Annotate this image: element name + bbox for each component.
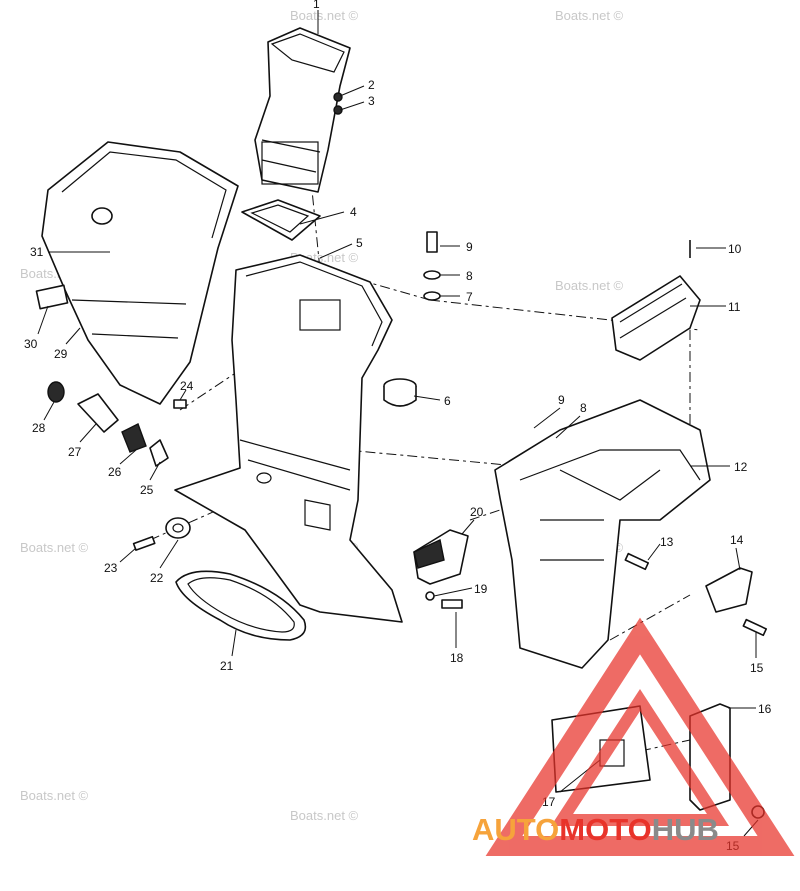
screw-part-13	[624, 552, 650, 571]
callout-labels: 1 2 3 4 5 6 7 8 9 10 11 9 8 12 13 14 15 …	[24, 0, 772, 853]
screw-part-15a	[742, 618, 768, 637]
callout-29: 29	[54, 347, 68, 361]
callout-21: 21	[220, 659, 234, 673]
callout-13: 13	[660, 535, 674, 549]
callout-30: 30	[24, 337, 38, 351]
callout-10: 10	[728, 242, 742, 256]
fitting-parts-24-28	[47, 381, 187, 467]
callout-4: 4	[350, 205, 357, 219]
callout-5: 5	[356, 236, 363, 250]
rubber-mount-part	[383, 378, 417, 407]
callout-7: 7	[466, 290, 473, 304]
logo-triangle-mark	[485, 617, 795, 856]
callout-18: 18	[450, 651, 464, 665]
bracket-part-14	[705, 567, 753, 613]
callout-12: 12	[734, 460, 748, 474]
callout-8a: 8	[466, 269, 473, 283]
callout-25: 25	[140, 483, 154, 497]
exhaust-housing-part	[494, 399, 711, 669]
callout-16: 16	[758, 702, 772, 716]
callout-24: 24	[180, 379, 194, 393]
screws-part-2-3	[333, 92, 343, 115]
callout-14: 14	[730, 533, 744, 547]
callout-11: 11	[728, 300, 741, 314]
callout-15a: 15	[750, 661, 764, 675]
bolt-part-18	[441, 599, 463, 609]
callout-20: 20	[470, 505, 484, 519]
callout-23: 23	[104, 561, 118, 575]
seal-ring-part	[175, 570, 307, 641]
exhaust-tube-part	[254, 27, 351, 193]
callout-31: 31	[30, 245, 44, 259]
watermark-5: Boats.net ©	[555, 278, 624, 293]
anode-plate-part	[413, 529, 469, 585]
callout-1: 1	[313, 0, 320, 11]
callout-27: 27	[68, 445, 82, 459]
cowl-pan-part	[41, 141, 239, 405]
logo-text: AUTOMOTOHUB	[472, 812, 719, 847]
watermark-9: Boats.net ©	[20, 788, 89, 803]
decal-part	[35, 284, 69, 310]
logo-text-hub: HUB	[652, 812, 719, 847]
driveshaft-housing-part	[174, 254, 403, 623]
callout-8b: 8	[580, 401, 587, 415]
callout-6: 6	[444, 394, 451, 408]
callout-3: 3	[368, 94, 375, 108]
watermark-1: Boats.net ©	[290, 8, 359, 23]
bolt-washer-stack-part	[423, 231, 441, 301]
callout-9b: 9	[558, 393, 565, 407]
watermark-6: Boats.net ©	[20, 540, 89, 555]
callout-2: 2	[368, 78, 375, 92]
callout-28: 28	[32, 421, 46, 435]
callout-9a: 9	[466, 240, 473, 254]
callout-19: 19	[474, 582, 488, 596]
watermark-10: Boats.net ©	[290, 808, 359, 823]
callout-22: 22	[150, 571, 164, 585]
watermark-2: Boats.net ©	[555, 8, 624, 23]
exhaust-gasket-part	[241, 199, 321, 241]
cover-part	[611, 275, 701, 361]
logo-text-moto: MOTO	[559, 812, 651, 847]
screw-part-23	[132, 535, 156, 551]
washer-part-19	[425, 591, 435, 601]
automotohub-logo: AUTOMOTOHUB	[472, 617, 795, 856]
grommet-part-22	[165, 517, 191, 539]
logo-text-auto: AUTO	[472, 812, 559, 847]
callout-26: 26	[108, 465, 122, 479]
